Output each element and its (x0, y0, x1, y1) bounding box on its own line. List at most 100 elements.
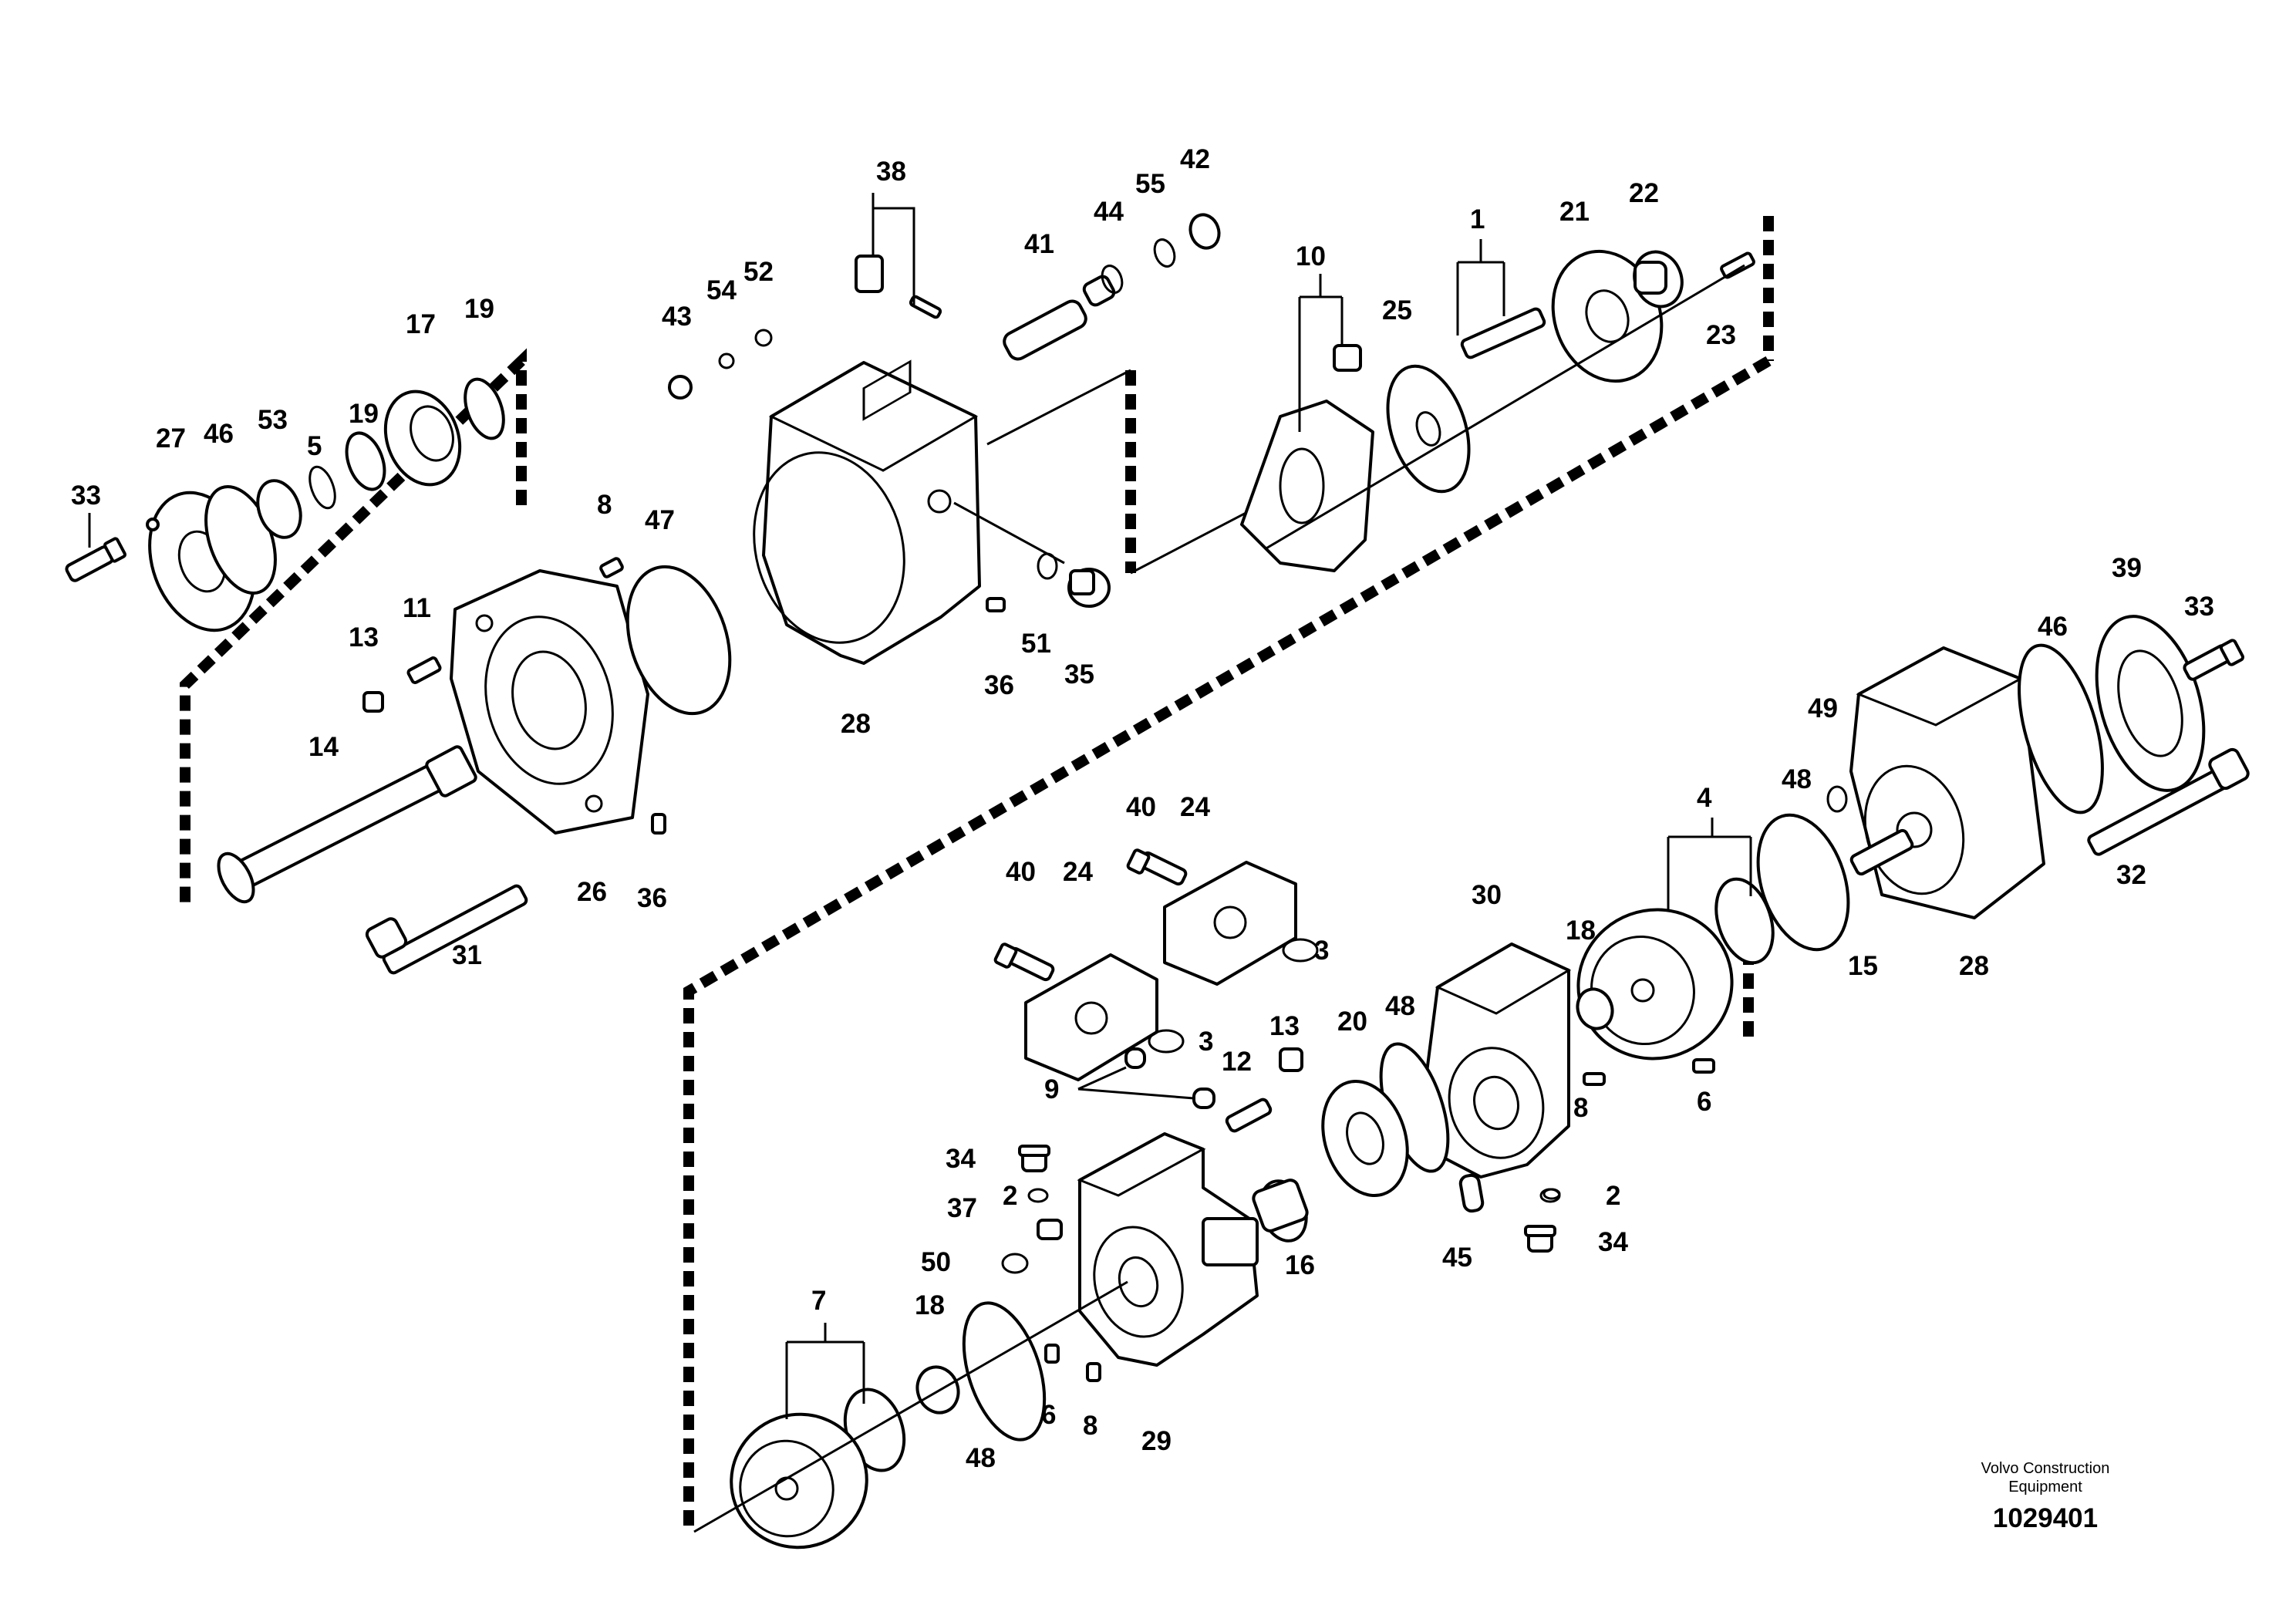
callout-23: 23 (1706, 320, 1736, 350)
callout-24a: 24 (1063, 857, 1093, 887)
caption-line-1: Volvo Construction (1981, 1460, 2110, 1477)
o-ring-48c (962, 1301, 1047, 1442)
ring-52 (754, 329, 773, 347)
ring-2b (1539, 1188, 1561, 1203)
callout-4: 4 (1697, 783, 1712, 813)
callout-52: 52 (743, 257, 774, 287)
callout-34b: 34 (1598, 1227, 1628, 1257)
callout-27: 27 (156, 423, 186, 454)
valve-plate-4 (1714, 877, 1775, 965)
callout-25: 25 (1382, 295, 1412, 325)
ring-49 (1826, 785, 1848, 813)
callout-3a: 3 (1199, 1027, 1213, 1057)
callout-43: 43 (662, 302, 692, 332)
callout-13b: 13 (1269, 1011, 1300, 1041)
callout-39: 39 (2112, 553, 2142, 583)
plug-34b (1524, 1225, 1556, 1253)
ring-50 (1001, 1253, 1029, 1274)
thrust-washer-25 (1386, 364, 1471, 494)
washer-54 (718, 352, 735, 369)
small-parts-lower (1001, 1047, 1561, 1382)
callout-38: 38 (876, 157, 906, 187)
bolt-33b (2183, 639, 2244, 681)
callout-13a: 13 (349, 622, 379, 653)
callout-26: 26 (577, 877, 607, 907)
callout-46b: 46 (2038, 612, 2068, 642)
swash-plate-group (1240, 249, 1755, 572)
fitting-9b (1192, 1088, 1215, 1109)
spring-12 (1225, 1098, 1273, 1133)
ring-2a (1027, 1188, 1049, 1203)
plug-42 (1188, 213, 1221, 250)
callout-30: 30 (1472, 880, 1502, 910)
callout-47: 47 (645, 505, 675, 535)
callout-36b: 36 (637, 883, 667, 913)
callout-48a: 48 (1782, 764, 1812, 794)
cover-24b (1163, 861, 1297, 986)
pin-8b (1086, 1362, 1101, 1382)
control-parts-upper (668, 213, 1221, 608)
callout-8b: 8 (1573, 1093, 1588, 1123)
plug-13b (1279, 1047, 1303, 1072)
callout-9: 9 (1044, 1074, 1059, 1104)
seal-19b (464, 377, 505, 440)
callout-18a: 18 (1566, 916, 1596, 946)
pin-6a (1692, 1058, 1715, 1074)
nut-43 (668, 375, 693, 400)
plug-13 (362, 691, 384, 713)
center-block-30 (1425, 943, 1606, 1253)
rear-housing-group (1756, 615, 2250, 952)
callout-28a: 28 (841, 709, 871, 739)
callout-36a: 36 (984, 670, 1014, 700)
front-cover-group (65, 377, 505, 632)
callout-51: 51 (1021, 629, 1051, 659)
gear-20 (1321, 1079, 1409, 1198)
rotating-group-7 (693, 1280, 1128, 1549)
seal-19a (345, 431, 386, 491)
callout-18b: 18 (915, 1290, 945, 1320)
callout-35: 35 (1064, 659, 1094, 690)
o-ring-46b (2018, 643, 2104, 814)
callout-54: 54 (706, 275, 737, 305)
callout-8c: 8 (1083, 1411, 1097, 1441)
gear-housing-29 (1077, 1132, 1259, 1367)
callout-2a: 2 (1003, 1181, 1017, 1211)
pin-6b (1044, 1344, 1060, 1364)
callout-40b: 40 (1126, 792, 1156, 822)
callout-8a: 8 (597, 490, 612, 520)
snap-ring-5 (308, 465, 336, 510)
callout-15: 15 (1848, 951, 1878, 981)
callout-33a: 33 (71, 481, 101, 511)
callout-34a: 34 (946, 1144, 976, 1174)
callout-14: 14 (308, 732, 339, 762)
callout-6b: 6 (1041, 1400, 1056, 1430)
callout-41: 41 (1024, 229, 1054, 259)
caption-line-2: Equipment (2008, 1479, 2082, 1496)
callout-19a: 19 (349, 399, 379, 429)
o-ring-3b (1282, 938, 1319, 963)
callout-37: 37 (947, 1193, 977, 1223)
ring-44 (1101, 265, 1124, 294)
fitting-9a (1124, 1047, 1146, 1069)
callout-55: 55 (1135, 169, 1165, 199)
callout-16: 16 (1285, 1250, 1315, 1280)
bushing-18b (915, 1365, 960, 1415)
callout-21: 21 (1559, 197, 1590, 227)
pin-8a (599, 557, 624, 578)
callout-32: 32 (2116, 860, 2146, 890)
callout-7: 7 (811, 1286, 826, 1316)
callout-2b: 2 (1606, 1181, 1620, 1211)
callout-28b: 28 (1959, 951, 1989, 981)
cylinder-block-7 (730, 1412, 868, 1549)
plug-37 (1037, 1219, 1063, 1240)
ring-55 (1153, 238, 1176, 268)
bracket-38 (855, 255, 884, 293)
spool-41 (1003, 275, 1116, 361)
callout-29: 29 (1141, 1426, 1172, 1456)
callout-46a: 46 (204, 419, 234, 449)
callout-11: 11 (403, 593, 431, 623)
pin-1 (1460, 307, 1546, 359)
callout-10: 10 (1296, 241, 1326, 271)
swash-plate-10 (1240, 400, 1374, 572)
plug-35 (1067, 568, 1111, 608)
